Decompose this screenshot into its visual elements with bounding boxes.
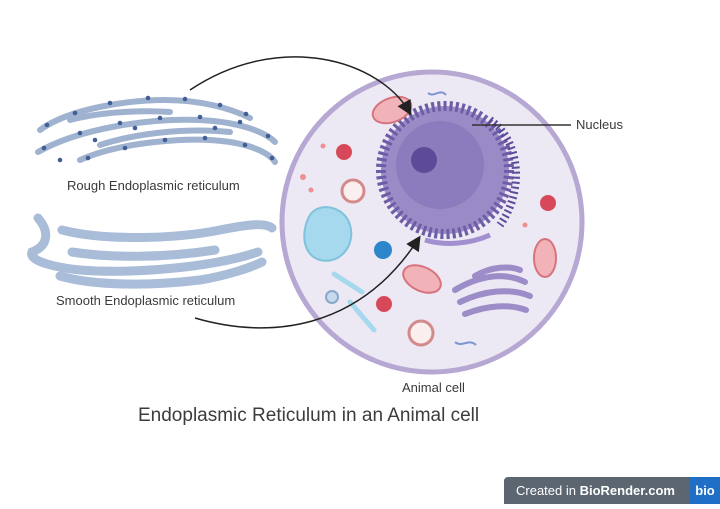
nucleus-label: Nucleus <box>576 117 623 132</box>
rough-er-illustration <box>35 96 278 165</box>
credit-text: Created in BioRender.com <box>504 483 690 498</box>
arrow-rough-to-cell <box>189 56 412 116</box>
credit-prefix: Created in <box>516 483 580 498</box>
animal-cell-label: Animal cell <box>402 380 465 395</box>
smooth-er-illustration <box>27 213 277 289</box>
biorender-credit-badge[interactable]: Created in BioRender.com bio <box>504 477 720 504</box>
biorender-logo: bio <box>690 477 720 504</box>
ribosomes <box>41 95 275 163</box>
arrow-smooth-to-cell <box>194 235 421 329</box>
rough-er-label: Rough Endoplasmic reticulum <box>67 178 240 193</box>
diagram-title: Endoplasmic Reticulum in an Animal cell <box>138 405 480 426</box>
smooth-er-label: Smooth Endoplasmic reticulum <box>56 293 236 308</box>
animal-cell-illustration <box>279 69 585 375</box>
credit-brand: BioRender.com <box>579 483 675 498</box>
